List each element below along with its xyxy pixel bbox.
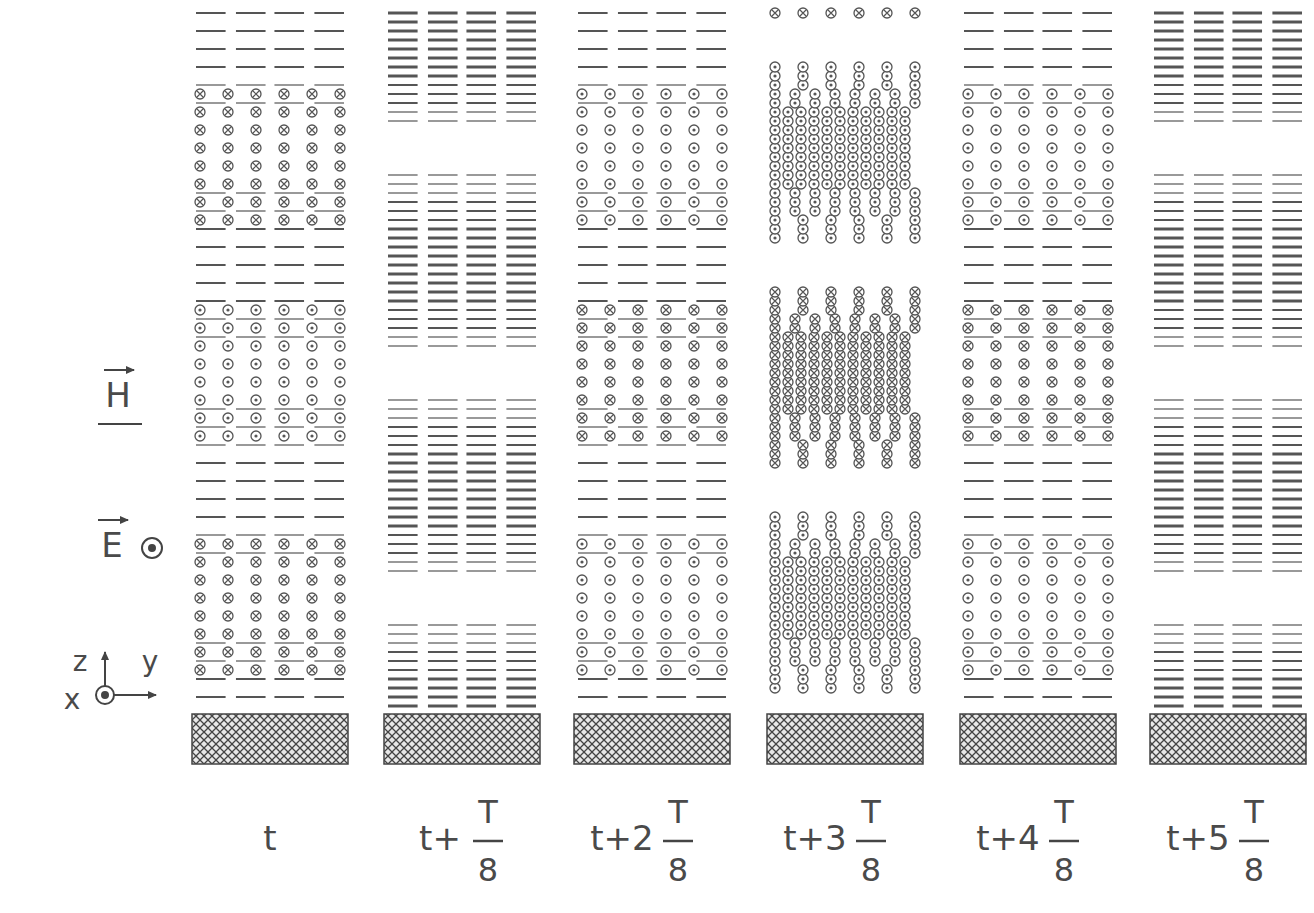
- time-label: T: [1244, 796, 1264, 828]
- fraction-bar: [856, 840, 886, 843]
- field-column: [574, 13, 730, 764]
- conductor-ground: [767, 714, 923, 764]
- axis-label: E: [101, 528, 122, 562]
- time-label: t+5: [1166, 821, 1229, 855]
- time-label: T: [861, 796, 881, 828]
- time-label: T: [478, 796, 498, 828]
- time-label: t+: [419, 821, 461, 855]
- time-label: 8: [478, 854, 498, 886]
- fraction-bar: [473, 840, 503, 843]
- time-label: 8: [668, 854, 688, 886]
- time-label: 8: [861, 854, 881, 886]
- axis-label: z: [73, 648, 88, 676]
- axis-label: x: [64, 686, 81, 714]
- conductor-ground: [1150, 714, 1306, 764]
- time-label: T: [668, 796, 688, 828]
- time-label: 8: [1054, 854, 1074, 886]
- time-label: T: [1054, 796, 1074, 828]
- field-column: [767, 8, 923, 764]
- time-label: t+4: [976, 821, 1039, 855]
- fraction-bar: [663, 840, 693, 843]
- field-column: [1150, 13, 1306, 764]
- fraction-bar: [1049, 840, 1079, 843]
- time-label: t: [263, 821, 276, 855]
- field-column: [384, 13, 540, 764]
- time-label: t+3: [783, 821, 846, 855]
- field-column: [960, 13, 1116, 764]
- conductor-ground: [574, 714, 730, 764]
- conductor-ground: [960, 714, 1116, 764]
- fraction-bar: [1239, 840, 1269, 843]
- time-label: 8: [1244, 854, 1264, 886]
- field-column: [192, 13, 348, 764]
- axis-label: H: [105, 378, 131, 412]
- h-vector-symbol: [98, 370, 142, 424]
- conductor-ground: [192, 714, 348, 764]
- time-label: t+2: [590, 821, 653, 855]
- axis-label: y: [142, 648, 159, 676]
- conductor-ground: [384, 714, 540, 764]
